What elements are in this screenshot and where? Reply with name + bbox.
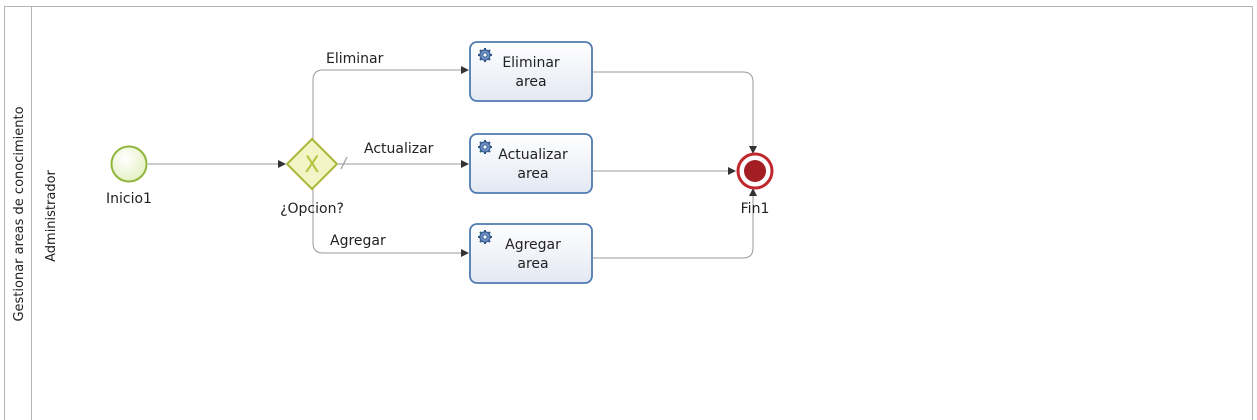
task-label-line1: Agregar <box>505 237 561 253</box>
task-label-line2: area <box>517 256 548 272</box>
task-label-line1: Eliminar <box>502 55 560 71</box>
pool-frame <box>4 6 1253 420</box>
flow-label-actualizar: Actualizar <box>364 141 434 157</box>
task-label-line2: area <box>517 166 548 182</box>
exclusive-gateway[interactable]: X <box>285 137 339 191</box>
default-flow-marker <box>340 156 348 170</box>
task-actualizar-area[interactable]: Actualizar area <box>469 133 593 194</box>
end-event-label: Fin1 <box>741 201 770 217</box>
flow-eliminar-to-end[interactable] <box>593 71 757 154</box>
gear-icon <box>477 47 493 63</box>
start-event[interactable] <box>110 145 148 183</box>
start-event-label: Inicio1 <box>106 191 152 207</box>
task-agregar-area[interactable]: Agregar area <box>469 223 593 284</box>
flow-agregar[interactable] <box>312 188 469 257</box>
flow-agregar-to-end[interactable] <box>593 188 757 259</box>
gear-icon <box>477 229 493 245</box>
lane-label: Administrador <box>44 169 59 261</box>
pool-label: Gestionar areas de conocimiento <box>12 106 27 321</box>
task-label-line2: area <box>515 74 546 90</box>
flow-label-agregar: Agregar <box>330 233 386 249</box>
gateway-label: ¿Opcion? <box>280 201 344 217</box>
task-eliminar-area[interactable]: Eliminar area <box>469 41 593 102</box>
gear-icon <box>477 139 493 155</box>
gateway-x-marker: X <box>304 153 319 178</box>
task-label-line1: Actualizar <box>498 147 568 163</box>
end-event[interactable] <box>736 152 774 190</box>
flow-label-eliminar: Eliminar <box>326 51 384 67</box>
flow-eliminar[interactable] <box>312 66 469 140</box>
